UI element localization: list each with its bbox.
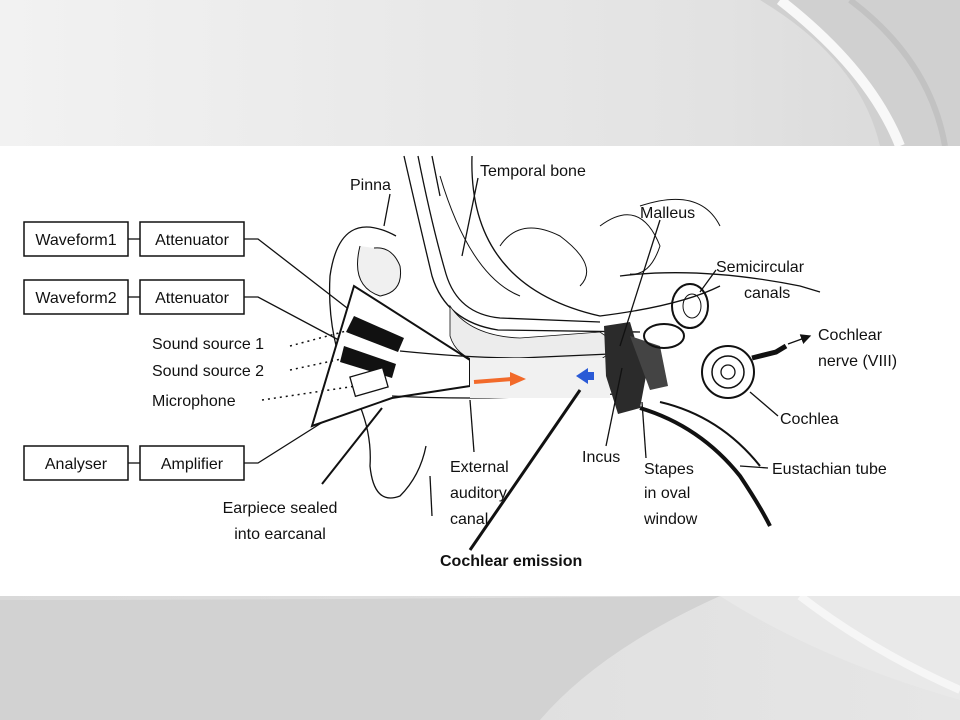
analyser-label: Analyser (45, 456, 108, 473)
waveform2-label: Waveform2 (35, 290, 116, 307)
wire-attenuator1 (244, 238, 361, 319)
cochlear-nerve-label-line2: nerve (VIII) (818, 353, 897, 370)
nerve-arrow-icon (787, 334, 812, 345)
attenuator1-box: Attenuator (139, 221, 245, 257)
malleus-label: Malleus (640, 205, 695, 222)
cochlea-label: Cochlea (780, 411, 839, 428)
attenuator1-label: Attenuator (155, 232, 230, 249)
semicircular-label-line2: canals (744, 285, 790, 302)
waveform1-box: Waveform1 (23, 221, 129, 257)
stapes-label-line3: window (643, 511, 698, 528)
attenuator2-box: Attenuator (139, 279, 245, 315)
waveform2-box: Waveform2 (23, 279, 129, 315)
semicircular-label-line1: Semicircular (716, 259, 805, 276)
sound-source-1-label: Sound source 1 (152, 336, 264, 353)
analyser-box: Analyser (23, 445, 129, 481)
stapes-label-line1: Stapes (644, 461, 694, 478)
waveform1-label: Waveform1 (35, 232, 116, 249)
external-canal-label-line3: canal (450, 511, 488, 528)
anatomy-illustration (310, 155, 821, 527)
external-canal-label-line1: External (450, 459, 509, 476)
eustachian-tube-label: Eustachian tube (772, 461, 887, 478)
microphone-label: Microphone (152, 393, 236, 410)
external-canal-label-line2: auditory (450, 485, 507, 502)
blue-arrow-icon (576, 368, 594, 384)
incus-label: Incus (582, 449, 620, 466)
pinna-label: Pinna (350, 177, 391, 194)
cochlear-nerve-label-line1: Cochlear (818, 327, 883, 344)
amplifier-label: Amplifier (161, 456, 224, 473)
attenuator2-label: Attenuator (155, 290, 230, 307)
earpiece-label-line2: into earcanal (234, 526, 326, 543)
amplifier-box: Amplifier (139, 445, 245, 481)
sound-source-2-label: Sound source 2 (152, 363, 264, 380)
earpiece-label-line1: Earpiece sealed (223, 500, 338, 517)
temporal-bone-label: Temporal bone (480, 163, 586, 180)
orange-arrow-icon (473, 372, 526, 386)
stapes-label-line2: in oval (644, 485, 690, 502)
ear-diagram: Waveform1 Attenuator Waveform2 Attenuato… (23, 155, 897, 570)
wire-attenuator2 (244, 296, 351, 347)
cochlear-emission-label: Cochlear emission (440, 553, 582, 570)
diagram-panel: Waveform1 Attenuator Waveform2 Attenuato… (0, 146, 960, 596)
